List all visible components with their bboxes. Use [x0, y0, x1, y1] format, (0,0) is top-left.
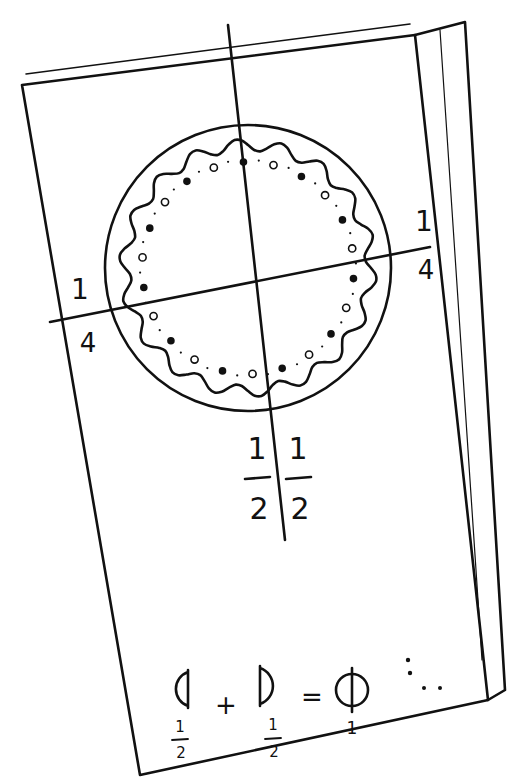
fraction-bar	[245, 477, 270, 479]
pizza-crust	[120, 140, 377, 397]
topping	[161, 198, 168, 205]
fraction-denominator: 4	[80, 330, 97, 356]
fraction-bar	[265, 738, 281, 739]
box-side	[415, 22, 505, 700]
crumb	[154, 212, 156, 214]
crumb	[258, 159, 260, 161]
crumb	[349, 232, 351, 234]
quarter-cut-line	[50, 247, 430, 322]
topping	[350, 276, 356, 282]
fraction-denominator: 4	[418, 257, 435, 283]
topping	[328, 331, 334, 337]
topping	[339, 217, 345, 223]
fraction-numerator: 1	[415, 208, 433, 236]
box-flap	[26, 24, 410, 74]
fraction-bar	[172, 739, 188, 740]
box-outline	[22, 35, 488, 775]
box-side-edge	[440, 30, 482, 660]
plus-sign: +	[215, 692, 237, 718]
topping	[298, 173, 304, 179]
fraction-denominator: 2	[269, 745, 279, 760]
topping	[168, 338, 174, 344]
right-half-symbol	[260, 666, 273, 706]
fraction-numerator: 1	[71, 276, 89, 304]
topping	[147, 225, 153, 231]
whole-symbol-line	[351, 668, 354, 712]
fraction-numerator: 1	[247, 434, 266, 464]
topping	[141, 285, 147, 291]
topping	[321, 192, 328, 199]
crumb	[321, 345, 323, 347]
pizza-plate	[105, 125, 391, 411]
topping	[349, 245, 356, 252]
fraction-numerator: 1	[175, 720, 185, 735]
crumb	[227, 161, 229, 163]
crumb	[236, 374, 238, 376]
topping	[270, 162, 277, 169]
crumb	[173, 188, 175, 190]
crumb	[159, 329, 161, 331]
crumb	[314, 182, 316, 184]
crumb	[142, 241, 144, 243]
fraction-denominator: 2	[290, 494, 309, 524]
fraction-denominator: 2	[176, 746, 186, 761]
topping	[191, 356, 198, 363]
continuation-dots	[406, 658, 442, 690]
crumb	[180, 351, 182, 353]
topping	[210, 164, 217, 171]
topping	[343, 304, 350, 311]
whole-number: 1	[347, 720, 358, 737]
fraction-numerator: 1	[268, 718, 278, 733]
topping	[139, 254, 146, 261]
equals-sign: =	[301, 684, 323, 710]
crumb	[206, 367, 208, 369]
crumb	[340, 321, 342, 323]
fraction-denominator: 2	[249, 494, 268, 524]
topping	[184, 178, 190, 184]
topping	[249, 370, 256, 377]
topping	[305, 351, 312, 358]
crumb	[296, 363, 298, 365]
left-half-symbol	[176, 670, 188, 708]
crust-edge	[120, 140, 377, 397]
crumb	[288, 167, 290, 169]
crumb	[335, 205, 337, 207]
topping	[279, 365, 285, 371]
fraction-numerator: 1	[288, 434, 307, 464]
topping	[150, 313, 157, 320]
crumb	[139, 272, 141, 274]
topping	[220, 368, 226, 374]
crumb	[352, 293, 354, 295]
fraction-bar	[286, 477, 311, 479]
crumb	[198, 171, 200, 173]
